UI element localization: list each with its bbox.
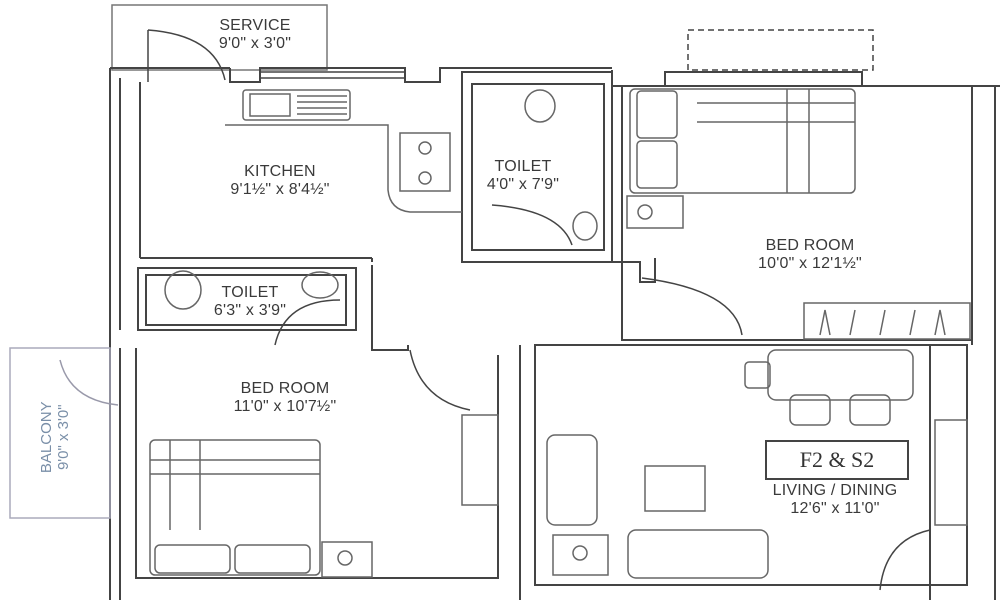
dining-table-icon: [767, 349, 914, 401]
stove-icon: [399, 132, 451, 192]
room-label-bedroom-1: BED ROOM 10'0" x 12'1½": [725, 237, 895, 274]
room-label-kitchen: KITCHEN 9'1½" x 8'4½": [200, 163, 360, 200]
washbasin-icon-2: [301, 271, 339, 299]
side-table-icon-3: [552, 534, 609, 576]
room-dims: 9'0" x 3'0": [55, 404, 72, 471]
wc-icon: [524, 89, 556, 123]
side-table-icon: [626, 195, 684, 229]
room-name: SERVICE: [219, 17, 291, 34]
room-dims: 9'1½" x 8'4½": [230, 181, 330, 199]
bed-icon: [629, 88, 856, 194]
unit-tag: F2 & S2: [765, 440, 909, 480]
sofa-icon: [546, 434, 598, 526]
room-dims: 10'0" x 12'1½": [758, 255, 862, 273]
room-label-toilet-1: TOILET 4'0" x 7'9": [468, 158, 578, 195]
room-label-service: SERVICE 9'0" x 3'0": [180, 17, 330, 54]
room-dims: 11'0" x 10'7½": [233, 398, 337, 416]
room-name: BALCONY: [37, 401, 55, 474]
side-table-icon-2: [321, 541, 373, 578]
room-dims: 9'0" x 3'0": [218, 35, 292, 53]
room-name: TOILET: [494, 158, 552, 175]
room-name: TOILET: [221, 284, 279, 301]
room-name: LIVING / DINING: [772, 482, 898, 499]
wc-icon-2: [164, 270, 202, 310]
room-name: BED ROOM: [765, 237, 855, 254]
room-label-balcony: BALCONY 9'0" x 3'0": [38, 387, 73, 487]
wardrobe-icon: [803, 302, 971, 340]
room-label-bedroom-2: BED ROOM 11'0" x 10'7½": [205, 380, 365, 417]
room-name: KITCHEN: [244, 163, 316, 180]
wardrobe-icon-2: [461, 414, 499, 506]
washbasin-icon: [572, 211, 598, 241]
room-dims: 6'3" x 3'9": [213, 302, 287, 320]
sink-icon: [242, 89, 351, 121]
sofa-icon-2: [627, 529, 769, 579]
room-dims: 12'6" x 11'0": [790, 500, 880, 518]
room-label-toilet-2: TOILET 6'3" x 3'9": [190, 284, 310, 321]
room-dims: 4'0" x 7'9": [486, 176, 560, 194]
service-area-outline: [111, 4, 328, 71]
room-name: BED ROOM: [240, 380, 330, 397]
coffee-table-icon: [644, 465, 706, 512]
room-label-living-dining: LIVING / DINING 12'6" x 11'0": [735, 482, 935, 519]
bed-icon-2: [149, 439, 321, 576]
